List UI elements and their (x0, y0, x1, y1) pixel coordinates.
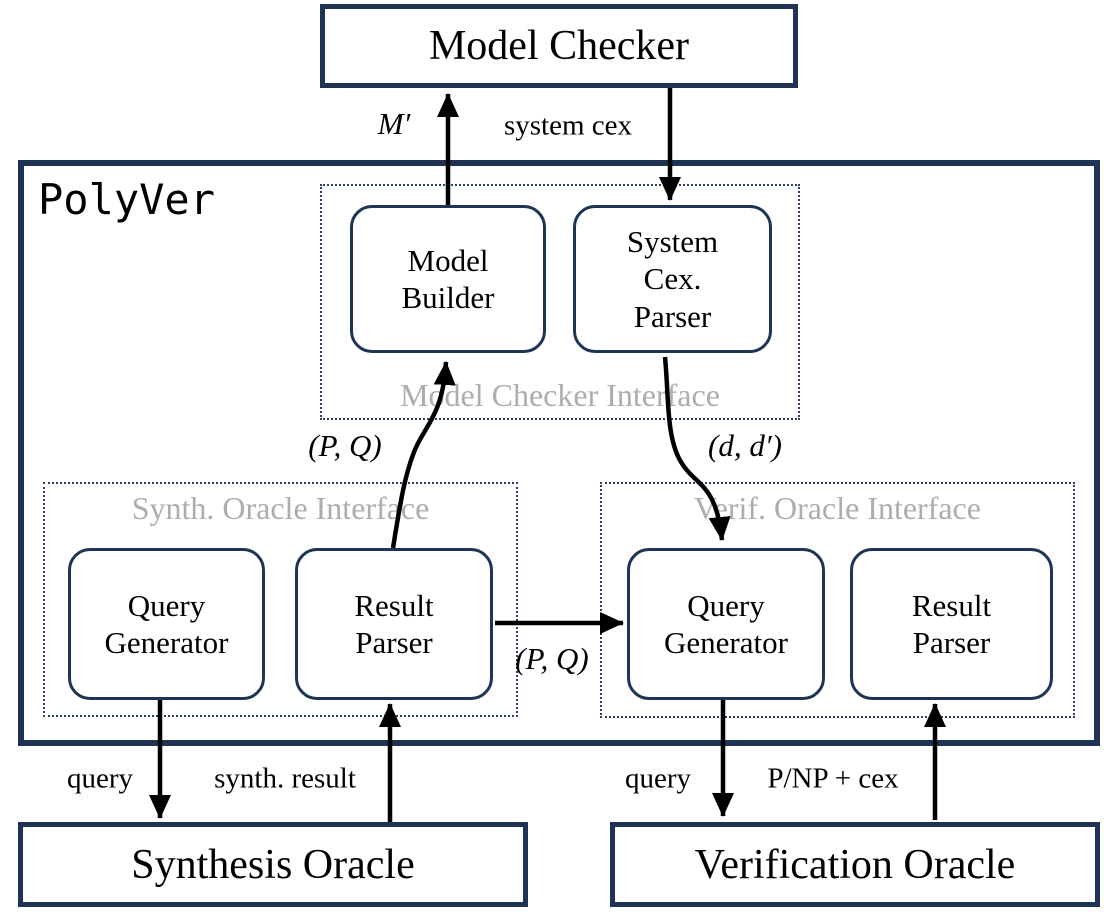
node-model-builder: Model Builder (350, 205, 546, 353)
node-query-generator-verif-line1: Query (687, 587, 765, 623)
group-verif-oracle-interface: Verif. Oracle Interface (600, 482, 1075, 718)
node-system-cex-parser: System Cex. Parser (573, 205, 772, 353)
node-result-parser-synth-line1: Result (354, 587, 434, 623)
node-result-parser-synth: Result Parser (295, 548, 493, 700)
edge-label-dd-to-query: (d, d′) (708, 428, 782, 463)
edge-label-system-cex: system cex (503, 109, 633, 142)
node-system-cex-parser-line2: Cex. (643, 261, 702, 297)
edge-label-query-verif: query (624, 762, 692, 795)
node-result-parser-synth-line2: Parser (355, 625, 433, 660)
node-model-builder-line2: Builder (401, 280, 495, 315)
edge-label-synth-result: synth. result (214, 762, 356, 795)
node-result-parser-verif-line1: Result (911, 587, 992, 623)
edge-label-pnp-cex: P/NP + cex (767, 762, 899, 795)
node-query-generator-synth-line1: Query (127, 587, 206, 623)
node-query-generator-synth-line2: Generator (104, 625, 229, 660)
node-query-generator-verif-line2: Generator (664, 625, 788, 660)
node-synthesis-oracle-label: Synthesis Oracle (131, 841, 415, 888)
node-query-generator-synth: Query Generator (68, 548, 265, 700)
group-synth-oracle-interface: Synth. Oracle Interface (43, 482, 518, 717)
node-system-cex-parser-line3: Parser (633, 298, 712, 334)
edge-label-m-prime: M′ (377, 106, 411, 141)
group-model-checker-interface-label: Model Checker Interface (400, 377, 720, 413)
group-synth-oracle-interface-label: Synth. Oracle Interface (131, 490, 430, 526)
node-system-cex-parser-line1: System (626, 224, 719, 260)
edge-label-pq-to-builder: (P, Q) (308, 428, 382, 463)
edge-label-pq-to-verif: (P, Q) (515, 641, 589, 676)
group-verif-oracle-interface-label: Verif. Oracle Interface (694, 490, 981, 526)
node-result-parser-verif-line2: Parser (912, 625, 991, 660)
node-query-generator-verif: Query Generator (627, 548, 825, 700)
polyver-title: PolyVer (38, 175, 216, 224)
node-model-builder-line1: Model (407, 242, 489, 278)
node-model-checker: Model Checker (320, 4, 798, 88)
edge-label-query-synth: query (66, 762, 134, 795)
node-result-parser-verif: Result Parser (850, 548, 1053, 700)
node-verification-oracle: Verification Oracle (610, 822, 1100, 907)
node-synthesis-oracle: Synthesis Oracle (18, 822, 528, 907)
node-model-checker-label: Model Checker (428, 23, 690, 69)
node-verification-oracle-label: Verification Oracle (694, 841, 1016, 888)
